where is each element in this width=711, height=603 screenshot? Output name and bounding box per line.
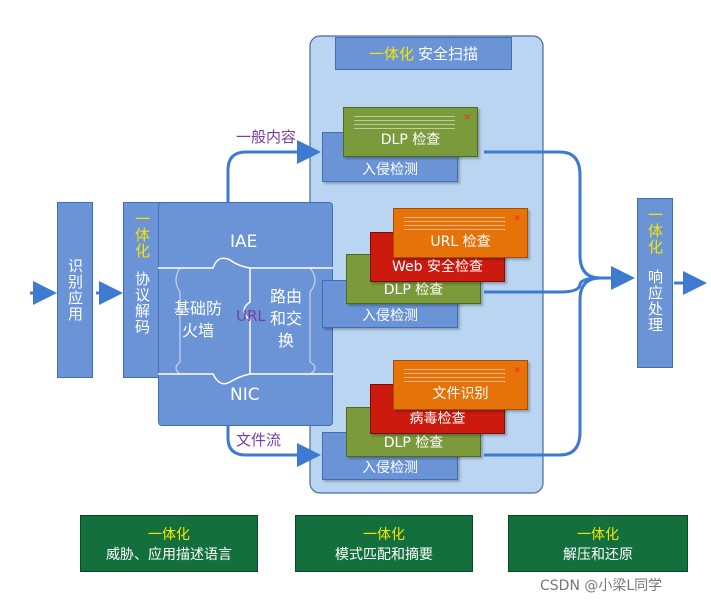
close-x-icon: ✕ (513, 366, 521, 376)
security-scan-yizhi: 一体化 (368, 45, 414, 63)
bottom-box-threat-text: 威胁、应用描述语言 (106, 546, 232, 563)
protocol-decode-column: 一体化 协议解码 (123, 202, 161, 378)
protocol-yizhi: 一体化 (133, 211, 151, 259)
mid-url-label: URL 检查 (430, 234, 491, 250)
bottom-box-decompress: 一体化 解压和还原 (508, 515, 688, 572)
watermark: CSDN @小梁L同学 (540, 578, 663, 594)
general-content-label: 一般内容 (236, 128, 297, 146)
mid-intrusion-label: 入侵检测 (362, 308, 418, 324)
bottom-intrusion-label: 入侵检测 (362, 460, 418, 476)
mid-url-card: ✕ URL 检查 (393, 208, 528, 258)
response-yizhi: 一体化 (646, 207, 664, 255)
bottom-dlp-label: DLP 检查 (383, 435, 444, 451)
route-switch-label: 路由和交换 (269, 287, 302, 350)
file-stream-label: 文件流 (236, 431, 282, 449)
top-intrusion-label: 入侵检测 (362, 162, 418, 178)
text-lines-icon (404, 369, 505, 383)
bottom-fileid-label: 文件识别 (432, 386, 489, 402)
response-column: 一体化 响应处理 (637, 198, 673, 368)
bottom-box-decompress-text: 解压和还原 (563, 546, 633, 563)
nic-label: NIC (230, 385, 260, 405)
bottom-box-threat: 一体化 威胁、应用描述语言 (80, 515, 258, 572)
security-scan-title: 一体化 安全扫描 (335, 37, 512, 70)
text-lines-icon (404, 217, 505, 231)
security-scan-label: 安全扫描 (418, 45, 479, 63)
bottom-box-threat-yizhi: 一体化 (148, 526, 190, 543)
bottom-fileid-card: ✕ 文件识别 (393, 360, 528, 410)
bottom-box-pattern: 一体化 模式匹配和摘要 (295, 515, 473, 572)
bottom-virus-label: 病毒检查 (409, 411, 466, 427)
response-label: 响应处理 (646, 269, 664, 333)
identify-app-column: 识别应用 (57, 202, 93, 378)
close-x-icon: ✕ (463, 113, 471, 123)
mid-dlp-label: DLP 检查 (383, 282, 444, 298)
bottom-box-decompress-yizhi: 一体化 (577, 526, 619, 543)
close-x-icon: ✕ (513, 214, 521, 224)
bottom-box-pattern-text: 模式匹配和摘要 (335, 546, 433, 563)
firewall-puzzle-lines (158, 257, 333, 385)
bottom-box-pattern-yizhi: 一体化 (363, 526, 405, 543)
identify-app-label: 识别应用 (66, 258, 84, 322)
mid-web-label: Web 安全检查 (392, 259, 483, 275)
top-dlp-card: ✕ DLP 检查 (343, 107, 478, 157)
base-firewall-label: 基础防火墙 (173, 299, 222, 340)
url-flow-label: URL (236, 307, 266, 325)
protocol-label: 协议解码 (133, 271, 151, 335)
top-dlp-label: DLP 检查 (380, 132, 441, 148)
text-lines-icon (354, 116, 455, 130)
iae-label: IAE (230, 232, 258, 252)
